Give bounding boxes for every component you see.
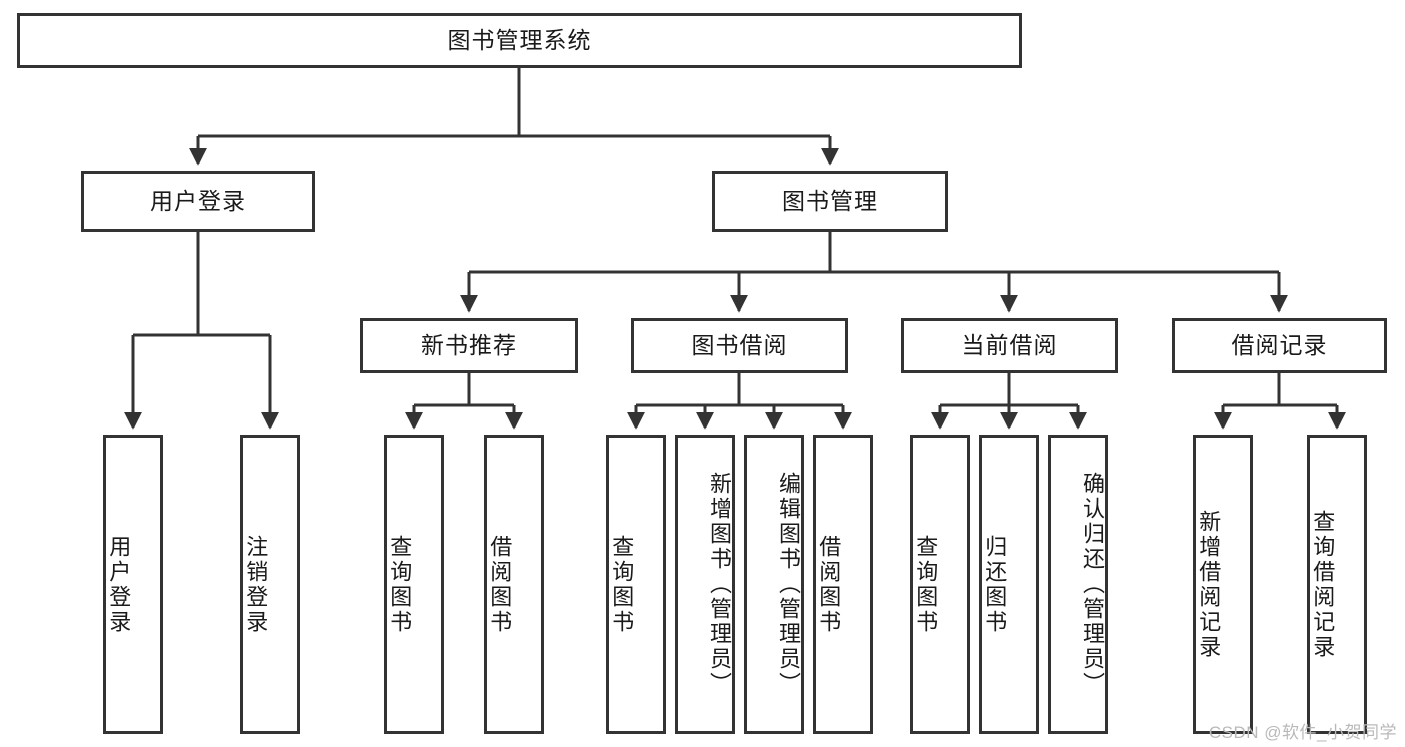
- leaf-add-book-label: 新增图书（管理员）: [707, 472, 732, 697]
- leaf-borrow-book-a-label: 借阅图书: [487, 534, 513, 635]
- leaf-user-login-label: 用户登录: [106, 534, 132, 635]
- node-root-label: 图书管理系统: [447, 26, 592, 53]
- leaf-confirm-return[interactable]: 确认归还（管理员）: [1048, 435, 1108, 734]
- edges-userlogin-to-leaves: [124, 232, 279, 430]
- node-book-borrow[interactable]: 图书借阅: [631, 318, 848, 373]
- leaf-add-record[interactable]: 新增借阅记录: [1193, 435, 1253, 734]
- watermark: CSDN @软件_小贺同学: [1208, 723, 1397, 742]
- leaf-return-book-label: 归还图书: [982, 534, 1008, 635]
- edges-bookborrow-to-leaves: [627, 373, 852, 430]
- leaf-query-book-b[interactable]: 查询图书: [606, 435, 666, 734]
- leaf-borrow-book-b[interactable]: 借阅图书: [813, 435, 873, 734]
- leaf-return-book[interactable]: 归还图书: [979, 435, 1039, 734]
- edges-borrowrecord-to-leaves: [1214, 373, 1346, 430]
- leaf-query-record[interactable]: 查询借阅记录: [1307, 435, 1367, 734]
- leaf-logout[interactable]: 注销登录: [240, 435, 300, 734]
- leaf-confirm-return-label: 确认归还（管理员）: [1080, 472, 1105, 697]
- node-new-book-recommend-label: 新书推荐: [421, 331, 517, 358]
- node-borrow-record[interactable]: 借阅记录: [1172, 318, 1387, 373]
- edges-bookmanage-to-level2: [460, 232, 1288, 313]
- leaf-logout-label: 注销登录: [243, 534, 269, 635]
- node-book-borrow-label: 图书借阅: [691, 331, 788, 358]
- node-root[interactable]: 图书管理系统: [17, 13, 1022, 68]
- node-book-manage[interactable]: 图书管理: [712, 171, 948, 232]
- leaf-query-record-label: 查询借阅记录: [1310, 509, 1336, 660]
- leaf-query-book-a[interactable]: 查询图书: [384, 435, 444, 734]
- node-new-book-recommend[interactable]: 新书推荐: [360, 318, 578, 373]
- node-current-borrow[interactable]: 当前借阅: [901, 318, 1118, 373]
- leaf-user-login[interactable]: 用户登录: [103, 435, 163, 734]
- edges-newbook-to-leaves: [405, 373, 523, 430]
- node-borrow-record-label: 借阅记录: [1231, 331, 1328, 358]
- leaf-borrow-book-b-label: 借阅图书: [816, 534, 842, 635]
- leaf-add-book[interactable]: 新增图书（管理员）: [675, 435, 735, 734]
- leaf-edit-book-label: 编辑图书（管理员）: [776, 472, 801, 697]
- node-book-manage-label: 图书管理: [782, 187, 878, 214]
- node-user-login[interactable]: 用户登录: [81, 171, 315, 232]
- leaf-query-book-b-label: 查询图书: [609, 534, 635, 635]
- leaf-query-book-a-label: 查询图书: [387, 534, 413, 635]
- leaf-edit-book[interactable]: 编辑图书（管理员）: [744, 435, 804, 734]
- leaf-query-book-c[interactable]: 查询图书: [910, 435, 970, 734]
- edges-currentborrow-to-leaves: [931, 373, 1087, 430]
- node-user-login-label: 用户登录: [150, 187, 246, 214]
- leaf-add-record-label: 新增借阅记录: [1196, 509, 1222, 660]
- edges-root-to-level1: [189, 68, 839, 166]
- leaf-borrow-book-a[interactable]: 借阅图书: [484, 435, 544, 734]
- node-current-borrow-label: 当前借阅: [961, 331, 1058, 358]
- leaf-query-book-c-label: 查询图书: [913, 534, 939, 635]
